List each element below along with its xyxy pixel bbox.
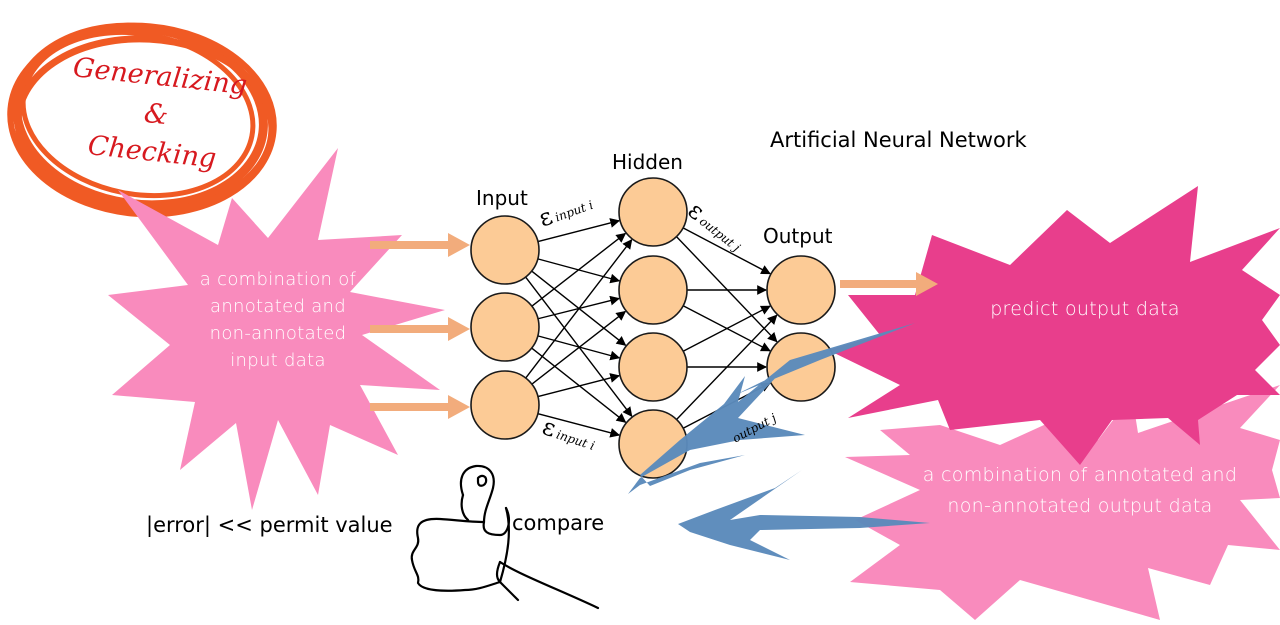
layer-label-output: Output: [763, 224, 833, 248]
connection-hidden-to-output: [682, 227, 771, 275]
arrow-shaft: [370, 403, 450, 411]
connection-input-to-hidden: [537, 373, 621, 398]
input-node: [470, 215, 540, 285]
input-data-text: a combination of annotated and non-annot…: [178, 266, 378, 374]
arrow-head: [448, 395, 470, 419]
input-data-line: annotated and: [210, 296, 346, 317]
connection-hidden-to-output: [676, 314, 778, 420]
hidden-node: [618, 177, 688, 247]
connection-input-to-hidden: [531, 310, 627, 385]
brush-arrow-lower: [678, 470, 930, 560]
arrow-head: [916, 272, 938, 296]
connection-input-to-hidden: [525, 238, 633, 379]
connection-input-to-hidden: [537, 218, 621, 243]
arrow-head: [448, 233, 470, 257]
output-data-line: non-annotated output data: [947, 495, 1213, 517]
generalizing-checking-badge: Generalizing & Checking: [51, 48, 262, 182]
input-node: [470, 292, 540, 362]
feed-arrows: [370, 233, 938, 419]
feedback-brush-arrows: [628, 323, 930, 560]
connection-hidden-to-output: [675, 236, 778, 343]
input-data-starburst: [108, 148, 445, 510]
input-feed-arrow: [370, 317, 470, 341]
input-data-line: input data: [230, 350, 326, 371]
network-connections: [525, 218, 778, 438]
output-data-text: a combination of annotated and non-annot…: [895, 460, 1265, 522]
diagram-title: Artificial Neural Network: [770, 128, 1027, 152]
input-data-line: non-annotated: [209, 323, 347, 344]
thumbs-up-hand-icon: [410, 464, 600, 610]
connection-hidden-to-output: [682, 305, 771, 352]
output-data-starburst: [845, 385, 1280, 620]
connection-input-to-hidden: [537, 412, 621, 438]
connection-input-to-hidden: [531, 347, 627, 423]
connection-input-to-hidden: [537, 335, 621, 361]
predict-starburst: [828, 186, 1280, 465]
output-data-line: a combination of annotated and: [922, 464, 1238, 486]
layer-label-hidden: Hidden: [612, 150, 683, 174]
compare-text: compare: [512, 511, 605, 535]
input-data-line: a combination of: [199, 269, 357, 290]
arrow-head: [448, 317, 470, 341]
error-condition-text: |error| << permit value: [146, 513, 393, 537]
hidden-node: [618, 255, 688, 325]
output-feed-arrow: [840, 272, 938, 296]
arrow-shaft: [840, 280, 918, 288]
connection-input-to-hidden: [531, 232, 627, 307]
input-feed-arrow: [370, 395, 470, 419]
output-node: [766, 255, 836, 325]
layer-label-input: Input: [476, 186, 528, 210]
input-node: [470, 370, 540, 440]
predict-output-text: predict output data: [990, 298, 1180, 320]
input-feed-arrow: [370, 233, 470, 257]
hidden-node: [618, 332, 688, 402]
arrow-shaft: [370, 241, 450, 249]
arrow-shaft: [370, 325, 450, 333]
